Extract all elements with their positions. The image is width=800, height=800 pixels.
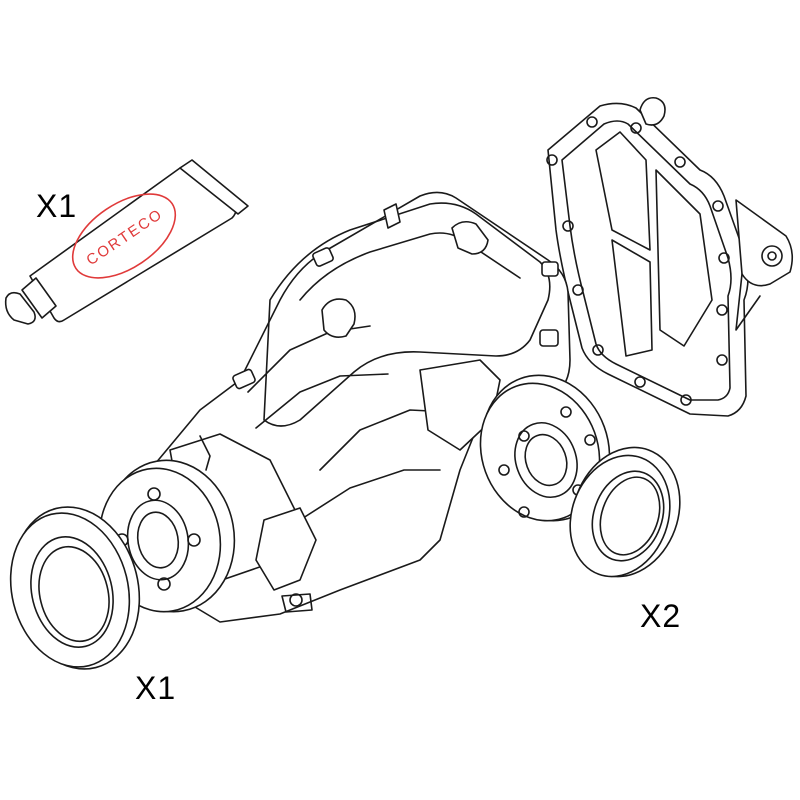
right-seal-quantity-label: X2 bbox=[640, 598, 682, 634]
sealant-tube-quantity-label: X1 bbox=[36, 188, 78, 224]
sealant-tube: CORTECO bbox=[4, 159, 249, 325]
cover-gasket bbox=[546, 96, 794, 417]
right-shaft-seal bbox=[569, 446, 681, 578]
left-shaft-seal bbox=[9, 506, 141, 670]
tube-label-oval bbox=[71, 193, 177, 279]
right-flange bbox=[479, 374, 611, 522]
left-seal-quantity-label: X1 bbox=[135, 670, 177, 706]
left-flange bbox=[98, 459, 236, 613]
